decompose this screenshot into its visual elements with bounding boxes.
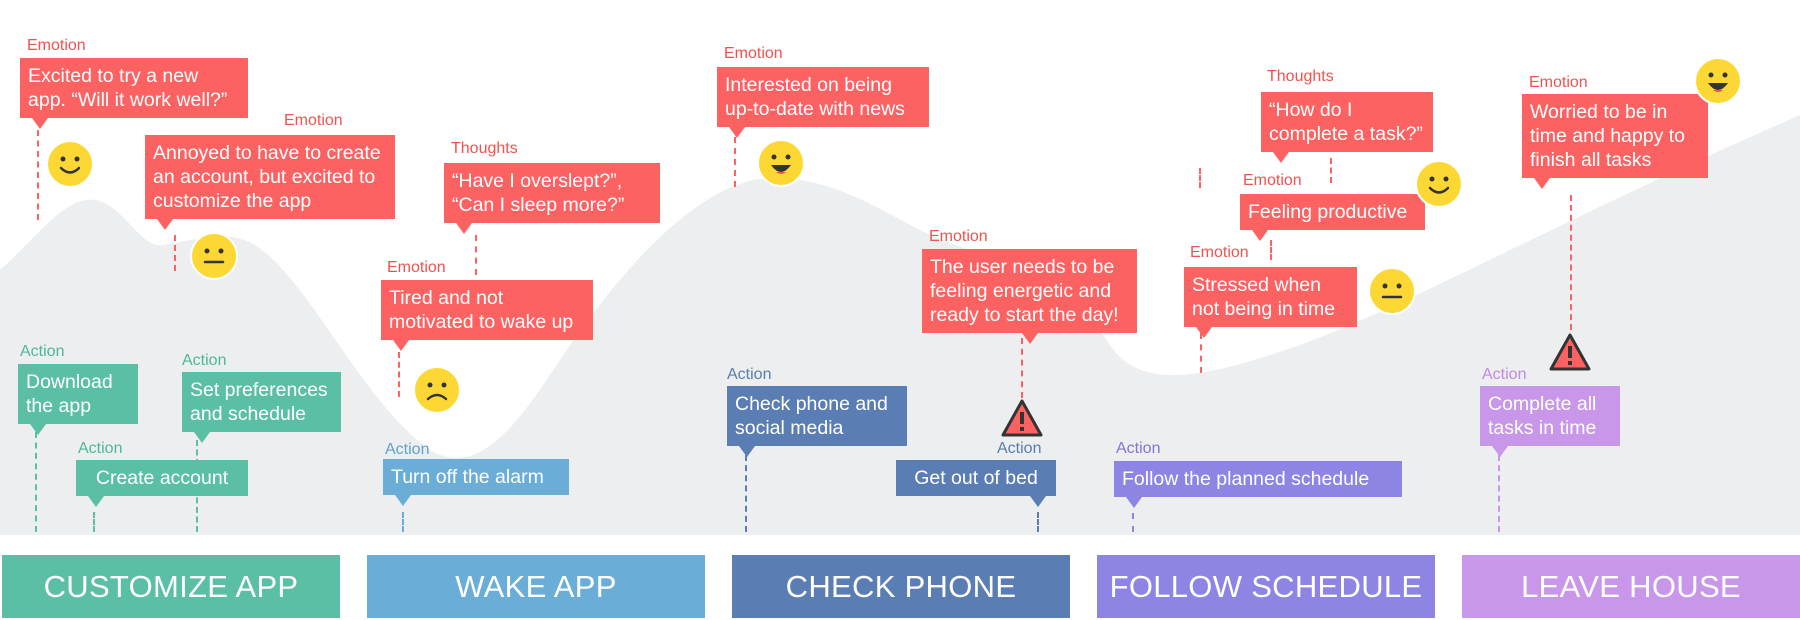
emotion-card-energetic: The user needs to be feeling energetic a…	[922, 249, 1137, 344]
thought-card-overslept: “Have I overslept?”, “Can I sleep more?”	[444, 163, 660, 234]
action-card-check-phone: Check phone and social media	[727, 386, 907, 457]
emotion-card-tired: Tired and not motivated to wake up	[381, 280, 593, 351]
connector-line	[475, 235, 477, 275]
emotion-card-stressed: Stressed when not being in time	[1184, 267, 1357, 338]
thoughts-label: Thoughts	[451, 140, 518, 157]
stage-wake-app: WAKE APP	[367, 555, 705, 618]
action-card-set-preferences: Set preferences and schedule	[182, 372, 341, 443]
stage-check-phone: CHECK PHONE	[732, 555, 1070, 618]
emotion-curve	[0, 115, 1800, 535]
emotion-card-annoyed: Annoyed to have to create an account, bu…	[145, 135, 395, 230]
stage-follow-schedule: FOLLOW SCHEDULE	[1097, 555, 1435, 618]
delighted-face-icon	[1694, 57, 1742, 105]
action-card-get-out-of-bed: Get out of bed	[896, 460, 1056, 507]
action-label: Action	[78, 440, 123, 457]
thought-card-complete-task: “How do I complete a task?”	[1261, 92, 1433, 163]
emotion-card-productive: Feeling productive	[1240, 194, 1425, 241]
thoughts-label: Thoughts	[1267, 68, 1334, 85]
action-label: Action	[182, 352, 227, 369]
happy-face-icon	[1415, 160, 1463, 208]
emotion-label: Emotion	[929, 228, 988, 245]
action-card-follow-schedule: Follow the planned schedule	[1114, 461, 1402, 508]
emotion-label: Emotion	[724, 45, 783, 62]
emotion-label: Emotion	[284, 112, 343, 129]
connector-line	[1270, 240, 1272, 260]
connector-line	[398, 352, 400, 397]
emotion-label: Emotion	[387, 259, 446, 276]
neutral-face-icon	[190, 232, 238, 280]
emotion-label: Emotion	[1243, 172, 1302, 189]
action-card-create-account: Create account	[76, 460, 248, 507]
emotion-card-worried: Worried to be in time and happy to finis…	[1522, 94, 1708, 189]
action-card-complete-tasks: Complete all tasks in time	[1480, 386, 1620, 457]
action-label: Action	[997, 440, 1042, 457]
connector-line	[174, 235, 176, 271]
connector-line	[1037, 512, 1039, 532]
connector-line	[1200, 333, 1202, 373]
delighted-face-icon	[757, 139, 805, 187]
action-label: Action	[1482, 366, 1527, 383]
connector-line	[93, 512, 95, 532]
stage-customize-app: CUSTOMIZE APP	[2, 555, 340, 618]
sad-face-icon	[413, 366, 461, 414]
emotion-label: Emotion	[1529, 74, 1588, 91]
emotion-label: Emotion	[27, 37, 86, 54]
action-label: Action	[1116, 440, 1161, 457]
connector-line	[734, 137, 736, 187]
warning-icon	[1549, 333, 1591, 371]
emotion-card-excited: Excited to try a new app. “Will it work …	[20, 58, 248, 129]
action-card-turn-off-alarm: Turn off the alarm	[383, 459, 569, 506]
warning-icon	[1001, 399, 1043, 437]
connector-line	[1498, 455, 1500, 532]
stage-leave-house: LEAVE HOUSE	[1462, 555, 1800, 618]
connector-line	[1021, 338, 1023, 398]
emotion-label: Emotion	[1190, 244, 1249, 261]
emotion-card-interested: Interested on being up-to-date with news	[717, 67, 929, 138]
connector-line	[1199, 168, 1201, 188]
action-label: Action	[385, 441, 430, 458]
action-label: Action	[727, 366, 772, 383]
connector-line	[402, 512, 404, 532]
connector-line	[37, 130, 39, 220]
action-label: Action	[20, 343, 65, 360]
neutral-face-icon	[1368, 267, 1416, 315]
action-card-download: Download the app	[18, 364, 138, 435]
connector-line	[1570, 195, 1572, 330]
connector-line	[1330, 158, 1332, 183]
connector-line	[745, 455, 747, 532]
connector-line	[35, 432, 37, 532]
connector-line	[1132, 513, 1134, 532]
happy-face-icon	[46, 140, 94, 188]
